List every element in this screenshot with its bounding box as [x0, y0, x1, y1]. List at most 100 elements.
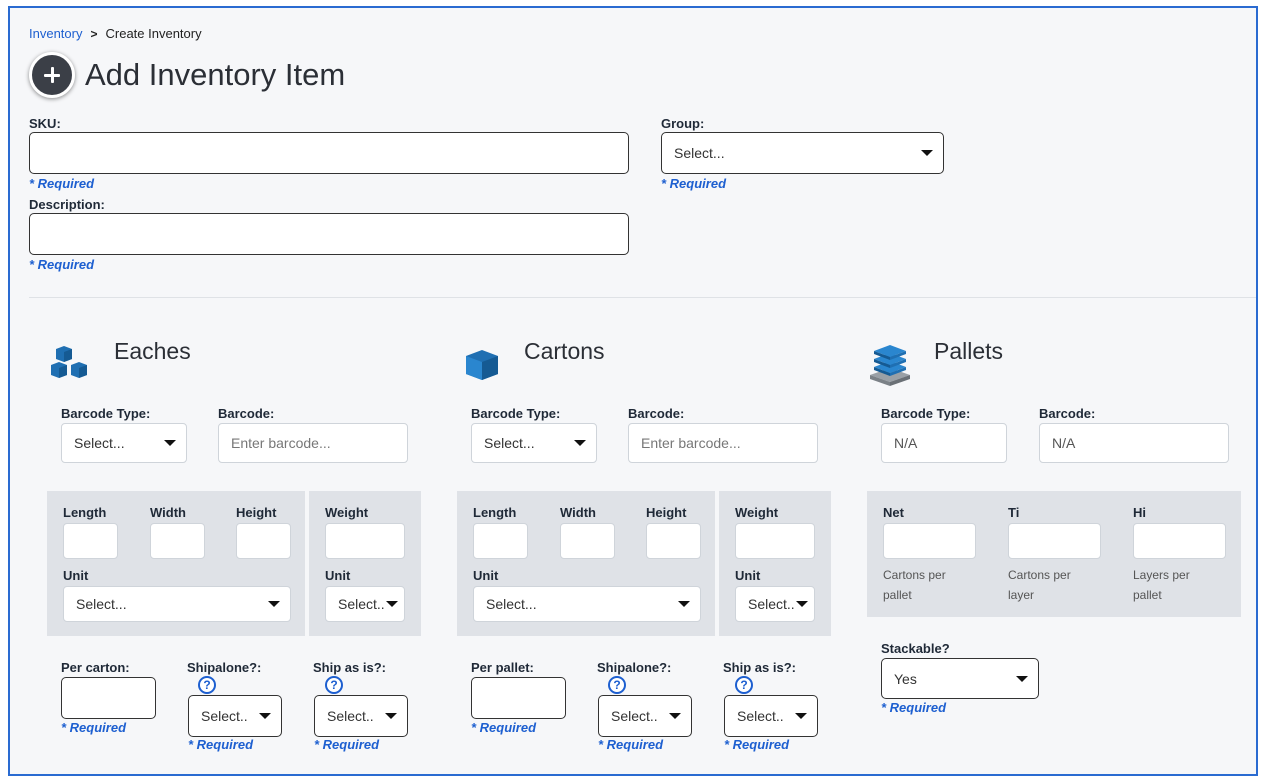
cartons-per-pallet-input[interactable] — [471, 677, 566, 719]
pallets-ti-note-line2: layer — [1008, 588, 1035, 602]
pallets-barcode-field: N/A — [1039, 423, 1229, 463]
pallets-net-note: Cartons per pallet — [883, 565, 946, 605]
cartons-width-input[interactable] — [560, 523, 615, 559]
description-input[interactable] — [29, 213, 629, 255]
cartons-length-input[interactable] — [473, 523, 528, 559]
cartons-shipasis-help-icon[interactable]: ? — [735, 676, 753, 694]
cartons-shipasis-value: Select.. — [737, 708, 784, 724]
cartons-length-label: Length — [473, 505, 517, 520]
eaches-shipasis-select[interactable]: Select.. — [314, 695, 408, 737]
cartons-shipasis-required: * Required — [724, 737, 790, 752]
cartons-shipasis-label: Ship as is?: — [723, 660, 796, 675]
cartons-weight-unit-label: Unit — [735, 568, 761, 583]
pallets-hi-label: Hi — [1133, 505, 1146, 520]
pallets-stackable-value: Yes — [894, 670, 917, 687]
cartons-title: Cartons — [524, 338, 605, 364]
add-icon — [29, 52, 75, 98]
eaches-unit-select[interactable]: Select... — [63, 586, 291, 622]
cartons-shipalone-select[interactable]: Select.. — [598, 695, 692, 737]
pallets-barcode-type-field: N/A — [881, 423, 1007, 463]
eaches-shipasis-help-icon[interactable]: ? — [325, 676, 343, 694]
cartons-barcode-placeholder: Enter barcode... — [641, 435, 741, 451]
breadcrumb-inventory-link[interactable]: Inventory — [29, 26, 83, 41]
cartons-barcode-input[interactable]: Enter barcode... — [628, 423, 818, 463]
eaches-barcode-type-select[interactable]: Select... — [61, 423, 187, 463]
pallets-hi-note-line2: pallet — [1133, 588, 1162, 602]
cartons-shipasis-select[interactable]: Select.. — [724, 695, 818, 737]
eaches-barcode-input[interactable]: Enter barcode... — [218, 423, 408, 463]
pallets-hi-note: Layers per pallet — [1133, 565, 1190, 605]
cartons-unit-label: Unit — [473, 568, 499, 583]
eaches-barcode-type-label: Barcode Type: — [61, 406, 151, 421]
breadcrumb-separator: > — [90, 26, 98, 41]
pallets-title: Pallets — [934, 338, 1004, 364]
group-select[interactable]: Select... — [661, 132, 944, 174]
description-required: * Required — [29, 257, 95, 272]
pallets-stackable-required: * Required — [881, 700, 947, 715]
breadcrumb: Inventory > Create Inventory — [29, 26, 202, 41]
pallets-stackable-select[interactable]: Yes — [881, 658, 1039, 699]
chevron-down-icon — [669, 713, 681, 719]
cartons-unit-value: Select... — [486, 596, 537, 612]
eaches-length-input[interactable] — [63, 523, 118, 559]
eaches-weight-input[interactable] — [325, 523, 405, 559]
cartons-per-pallet-label: Per pallet: — [471, 660, 534, 675]
chevron-down-icon — [796, 601, 808, 607]
pallets-barcode-value: N/A — [1052, 435, 1076, 451]
eaches-shipalone-help-icon[interactable]: ? — [198, 676, 216, 694]
pallets-ti-input[interactable] — [1008, 523, 1101, 559]
cartons-unit-select[interactable]: Select... — [473, 586, 701, 622]
eaches-width-input[interactable] — [150, 523, 205, 559]
cartons-barcode-type-value: Select... — [484, 435, 535, 451]
eaches-shipalone-label: Shipalone?: — [187, 660, 262, 675]
chevron-down-icon — [164, 440, 176, 446]
chevron-down-icon — [795, 713, 807, 719]
eaches-unit-value: Select... — [76, 596, 127, 612]
description-label: Description: — [29, 197, 105, 212]
eaches-weight-unit-select[interactable]: Select.. — [325, 586, 405, 622]
cartons-weight-unit-value: Select.. — [748, 596, 795, 612]
cartons-weight-label: Weight — [735, 505, 779, 520]
cartons-shipalone-label: Shipalone?: — [597, 660, 672, 675]
eaches-shipalone-required: * Required — [188, 737, 254, 752]
group-select-value: Select... — [674, 145, 725, 161]
chevron-down-icon — [1016, 675, 1028, 682]
eaches-shipalone-select[interactable]: Select.. — [188, 695, 282, 737]
eaches-width-label: Width — [150, 505, 186, 520]
eaches-length-label: Length — [63, 505, 107, 520]
sku-input[interactable] — [29, 132, 629, 174]
pallets-stackable-label: Stackable? — [881, 641, 950, 656]
box-icon — [466, 350, 498, 380]
sku-label: SKU: — [29, 116, 61, 131]
breadcrumb-current: Create Inventory — [105, 26, 202, 41]
eaches-per-carton-input[interactable] — [61, 677, 156, 719]
cartons-barcode-type-label: Barcode Type: — [471, 406, 561, 421]
eaches-height-label: Height — [236, 505, 277, 520]
cartons-height-label: Height — [646, 505, 687, 520]
eaches-per-carton-label: Per carton: — [61, 660, 130, 675]
cartons-weight-unit-select[interactable]: Select.. — [735, 586, 815, 622]
cartons-height-input[interactable] — [646, 523, 701, 559]
cartons-shipalone-help-icon[interactable]: ? — [608, 676, 626, 694]
eaches-height-input[interactable] — [236, 523, 291, 559]
eaches-title: Eaches — [114, 338, 191, 364]
eaches-weight-label: Weight — [325, 505, 369, 520]
chevron-down-icon — [921, 150, 933, 156]
cartons-barcode-type-select[interactable]: Select... — [471, 423, 597, 463]
cartons-weight-input[interactable] — [735, 523, 815, 559]
eaches-unit-label: Unit — [63, 568, 89, 583]
pallets-net-note-line2: pallet — [883, 588, 912, 602]
cartons-shipalone-value: Select.. — [611, 708, 658, 724]
group-label: Group: — [661, 116, 705, 131]
pallets-hi-input[interactable] — [1133, 523, 1226, 559]
pallets-net-input[interactable] — [883, 523, 976, 559]
title-row: Add Inventory Item — [29, 52, 345, 98]
cartons-barcode-label: Barcode: — [628, 406, 685, 421]
chevron-down-icon — [678, 601, 690, 607]
eaches-barcode-type-value: Select... — [74, 435, 125, 451]
pallets-ti-label: Ti — [1008, 505, 1020, 520]
eaches-weight-unit-label: Unit — [325, 568, 351, 583]
pallets-barcode-label: Barcode: — [1039, 406, 1096, 421]
eaches-barcode-label: Barcode: — [218, 406, 275, 421]
group-required: * Required — [661, 176, 727, 191]
